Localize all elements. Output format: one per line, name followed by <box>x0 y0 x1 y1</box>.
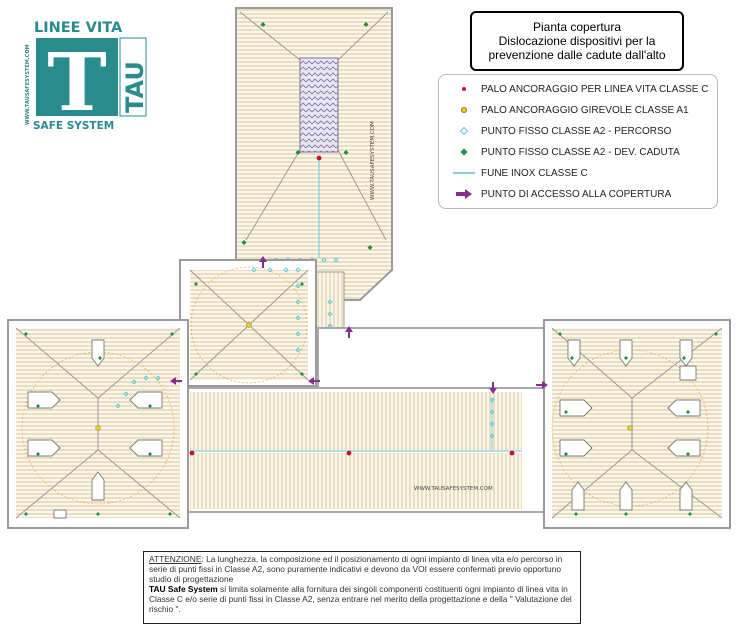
tower-skylight <box>299 57 339 153</box>
tower-watermark: WWW.TAUSAFESYSTEM.COM <box>370 121 376 200</box>
red-dot-icon <box>462 87 466 91</box>
flat-roof <box>317 327 547 395</box>
right-wing-roof <box>543 319 731 529</box>
legend-label: FUNE INOX CLASSE C <box>481 167 588 179</box>
note-paragraph-1: : La lunghezza, la composizione ed il po… <box>149 554 563 584</box>
legend: PALO ANCORAGGIO PER LINEA VITA CLASSE C … <box>438 74 718 209</box>
note-paragraph-2: si limita solamente alla fornitura dei s… <box>149 584 572 614</box>
legend-item: PUNTO FISSO CLASSE A2 - DEV. CADUTA <box>451 144 680 160</box>
legend-label: PALO ANCORAGGIO PER LINEA VITA CLASSE C <box>481 83 709 95</box>
cyan-diamond-icon <box>460 127 468 135</box>
legend-label: PUNTO FISSO CLASSE A2 - PERCORSO <box>481 125 672 137</box>
tower-roof: WWW.TAUSAFESYSTEM.COM <box>235 7 393 301</box>
title-line-2: Dislocazione dispositivi per la <box>498 34 656 48</box>
note-attention-label: ATTENZIONE <box>149 554 202 564</box>
tau-logo: LINEE VITA WWW.TAUSAFESYSTEM.COM T TAU S… <box>25 20 149 132</box>
logo-big-letter: T <box>47 35 107 129</box>
title-box: Pianta copertura Dislocazione dispositiv… <box>470 11 684 71</box>
anchor-post <box>316 155 322 161</box>
square-hip-roof <box>179 259 317 387</box>
logo-top-text: LINEE VITA <box>34 20 123 36</box>
access-arrow-icon <box>308 377 320 385</box>
disclaimer-note: ATTENZIONE: La lunghezza, la composizion… <box>143 551 581 624</box>
access-arrow-icon <box>345 326 353 338</box>
access-arrow-icon <box>170 377 182 385</box>
logo-side-text: TAU <box>121 61 149 113</box>
logo-bottom-text: SAFE SYSTEM <box>33 120 114 132</box>
access-arrows <box>170 256 548 394</box>
yellow-dot-icon <box>461 107 467 113</box>
access-arrow-icon <box>456 189 472 199</box>
central-watermark: WWW.TAUSAFESYSTEM.COM <box>414 486 493 492</box>
central-roof: WWW.TAUSAFESYSTEM.COM <box>185 387 547 513</box>
access-arrow-icon <box>259 256 267 268</box>
legend-item: PUNTO DI ACCESSO ALLA COPERTURA <box>451 186 671 202</box>
legend-label: PUNTO FISSO CLASSE A2 - DEV. CADUTA <box>481 146 680 158</box>
access-arrow-icon <box>489 382 497 394</box>
cable-line-icon <box>453 172 475 174</box>
access-arrow-icon <box>536 381 548 389</box>
legend-item: PALO ANCORAGGIO GIREVOLE CLASSE A1 <box>451 102 689 118</box>
left-wing-roof <box>7 319 189 529</box>
note-brand: TAU Safe System <box>149 584 218 594</box>
legend-item: FUNE INOX CLASSE C <box>451 165 588 181</box>
title-line-3: prevenzione dalle cadute dall'alto <box>488 48 666 62</box>
legend-label: PALO ANCORAGGIO GIREVOLE CLASSE A1 <box>481 104 689 116</box>
stair-strip <box>315 271 345 333</box>
legend-item: PUNTO FISSO CLASSE A2 - PERCORSO <box>451 123 671 139</box>
logo-vertical-url: WWW.TAUSAFESYSTEM.COM <box>25 44 31 125</box>
green-diamond-icon <box>460 148 468 156</box>
legend-item: PALO ANCORAGGIO PER LINEA VITA CLASSE C <box>451 81 708 97</box>
legend-label: PUNTO DI ACCESSO ALLA COPERTURA <box>481 188 672 200</box>
title-line-1: Pianta copertura <box>532 20 622 34</box>
